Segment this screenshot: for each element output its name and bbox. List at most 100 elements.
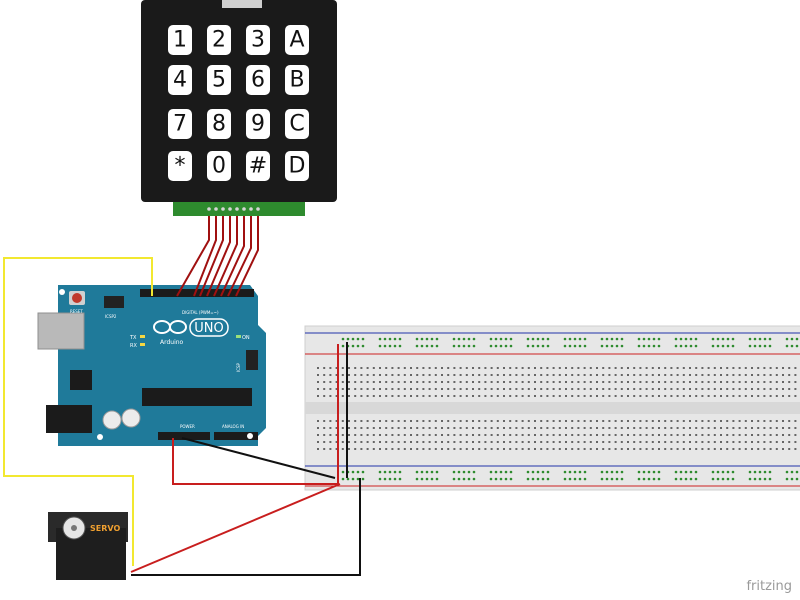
rail-hole — [694, 337, 698, 341]
rail-hole — [489, 337, 493, 341]
terminal-hole — [496, 381, 499, 383]
terminal-hole — [379, 427, 381, 429]
terminal-hole — [317, 448, 319, 450]
rail-hole — [726, 477, 730, 481]
terminal-hole — [658, 441, 660, 443]
terminal-hole — [472, 434, 474, 436]
terminal-hole — [453, 381, 456, 383]
terminal-hole — [577, 381, 580, 383]
rail-hole — [679, 470, 683, 474]
terminal-hole — [596, 448, 598, 450]
terminal-hole — [496, 427, 499, 429]
power-jack — [46, 405, 92, 433]
keypad-key-label: A — [289, 28, 304, 53]
rail-hole — [642, 470, 646, 474]
digital-header — [140, 289, 254, 297]
terminal-hole — [614, 381, 617, 383]
terminal-hole — [410, 441, 412, 443]
terminal-hole — [428, 441, 431, 443]
terminal-hole — [558, 367, 561, 369]
terminal-hole — [503, 420, 505, 422]
terminal-hole — [565, 448, 567, 450]
terminal-hole — [633, 420, 636, 422]
rail-hole — [583, 337, 587, 341]
rail-hole — [489, 470, 493, 474]
rail-hole — [620, 470, 624, 474]
rail-hole — [615, 477, 619, 481]
terminal-hole — [403, 441, 406, 443]
rail-hole — [568, 470, 572, 474]
terminal-hole — [794, 395, 797, 397]
terminal-hole — [391, 388, 394, 390]
terminal-hole — [484, 441, 487, 443]
terminal-hole — [565, 381, 567, 383]
terminal-hole — [348, 381, 350, 383]
terminal-hole — [596, 395, 598, 397]
terminal-hole — [614, 427, 617, 429]
keypad-key-face — [207, 25, 231, 55]
terminal-hole — [620, 388, 623, 390]
icsp-header — [246, 350, 258, 370]
terminal-hole — [360, 388, 363, 390]
rail-hole — [642, 344, 646, 348]
terminal-hole — [465, 374, 468, 376]
terminal-hole — [453, 395, 456, 397]
rail-hole — [546, 337, 550, 341]
fritzing-brand: fritzing — [746, 579, 792, 594]
rail-hole — [620, 337, 624, 341]
terminal-hole — [720, 448, 722, 450]
rail-hole — [573, 344, 577, 348]
terminal-hole — [422, 374, 425, 376]
keypad-key-face — [207, 109, 231, 139]
keypad-key: 9 — [246, 109, 270, 139]
terminal-hole — [608, 420, 611, 422]
terminal-hole — [372, 367, 375, 369]
terminal-hole — [682, 367, 685, 369]
terminal-hole — [614, 420, 617, 422]
terminal-hole — [670, 420, 673, 422]
terminal-hole — [434, 388, 437, 390]
terminal-hole — [695, 395, 698, 397]
rail-hole — [378, 477, 382, 481]
terminal-hole — [769, 381, 772, 383]
terminal-hole — [552, 381, 555, 383]
terminal-hole — [788, 441, 791, 443]
terminal-hole — [416, 441, 419, 443]
terminal-hole — [676, 420, 679, 422]
rail-hole — [758, 337, 762, 341]
terminal-hole — [441, 441, 443, 443]
terminal-hole — [323, 434, 326, 436]
terminal-hole — [515, 441, 518, 443]
rail-hole — [753, 337, 757, 341]
terminal-hole — [348, 395, 350, 397]
rail-hole — [731, 470, 735, 474]
terminal-hole — [726, 367, 729, 369]
rail-hole — [393, 337, 397, 341]
terminal-hole — [782, 367, 784, 369]
terminal-hole — [639, 448, 642, 450]
terminal-hole — [701, 427, 704, 429]
terminal-hole — [583, 395, 586, 397]
terminal-hole — [360, 395, 363, 397]
rail-hole — [398, 337, 402, 341]
terminal-hole — [509, 448, 512, 450]
terminal-hole — [410, 434, 412, 436]
terminal-hole — [453, 374, 456, 376]
terminal-hole — [422, 395, 425, 397]
terminal-hole — [478, 434, 481, 436]
terminal-hole — [496, 374, 499, 376]
terminal-hole — [521, 441, 524, 443]
rail-hole — [748, 344, 752, 348]
terminal-hole — [670, 381, 673, 383]
terminal-hole — [472, 448, 474, 450]
terminal-hole — [639, 367, 642, 369]
rail-hole — [568, 344, 572, 348]
rail-hole — [378, 344, 382, 348]
rail-hole — [356, 337, 360, 341]
terminal-hole — [465, 395, 468, 397]
terminal-hole — [546, 420, 549, 422]
rail-hole — [657, 337, 661, 341]
terminal-hole — [503, 441, 505, 443]
terminal-hole — [720, 427, 722, 429]
terminal-hole — [323, 374, 326, 376]
